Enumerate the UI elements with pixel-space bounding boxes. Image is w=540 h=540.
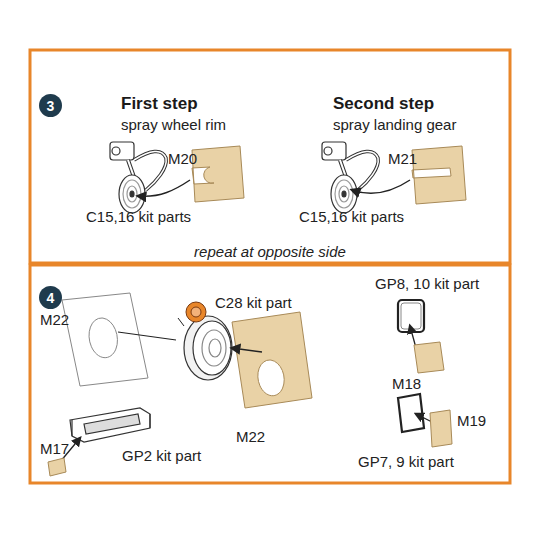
mask-piece bbox=[414, 342, 444, 373]
leader-line bbox=[178, 318, 184, 326]
step-number: 3 bbox=[47, 98, 55, 114]
step-note: spray landing gear bbox=[333, 116, 456, 133]
part-name: M20 bbox=[168, 150, 197, 167]
part-name: C15,16 kit parts bbox=[86, 208, 191, 225]
part-name: GP7, 9 kit part bbox=[358, 453, 454, 470]
panel-border bbox=[30, 50, 510, 263]
step-badge: 3 bbox=[39, 94, 62, 117]
part-name: GP8, 10 kit part bbox=[375, 275, 479, 292]
part-name: M22 bbox=[236, 428, 265, 445]
step-heading: First step bbox=[121, 94, 198, 114]
part-name: GP2 kit part bbox=[122, 447, 201, 464]
window-frame bbox=[398, 394, 424, 432]
part-name: M19 bbox=[457, 412, 486, 429]
hub-cap bbox=[186, 302, 206, 322]
landing-gear bbox=[110, 142, 166, 213]
part-name: C28 kit part bbox=[215, 294, 292, 311]
step-number: 4 bbox=[47, 290, 55, 306]
step-note: spray wheel rim bbox=[121, 116, 226, 133]
mask-piece bbox=[430, 410, 452, 447]
panel-border bbox=[30, 265, 510, 483]
mask-piece bbox=[62, 293, 148, 386]
step-badge: 4 bbox=[39, 286, 62, 309]
mask-piece bbox=[412, 146, 466, 204]
part-name: M22 bbox=[40, 311, 69, 328]
note: repeat at opposite side bbox=[194, 243, 346, 260]
canopy-part bbox=[70, 408, 150, 442]
mask-piece bbox=[192, 146, 244, 202]
part-name: C15,16 kit parts bbox=[299, 208, 404, 225]
part-name: M17 bbox=[40, 440, 69, 457]
part-name: M18 bbox=[392, 375, 421, 392]
part-name: M21 bbox=[388, 150, 417, 167]
wheel bbox=[184, 316, 232, 380]
mask-piece bbox=[232, 312, 312, 408]
step-heading: Second step bbox=[333, 94, 434, 114]
leader-line bbox=[118, 332, 176, 340]
landing-gear bbox=[322, 142, 378, 213]
mask-piece bbox=[48, 458, 66, 476]
